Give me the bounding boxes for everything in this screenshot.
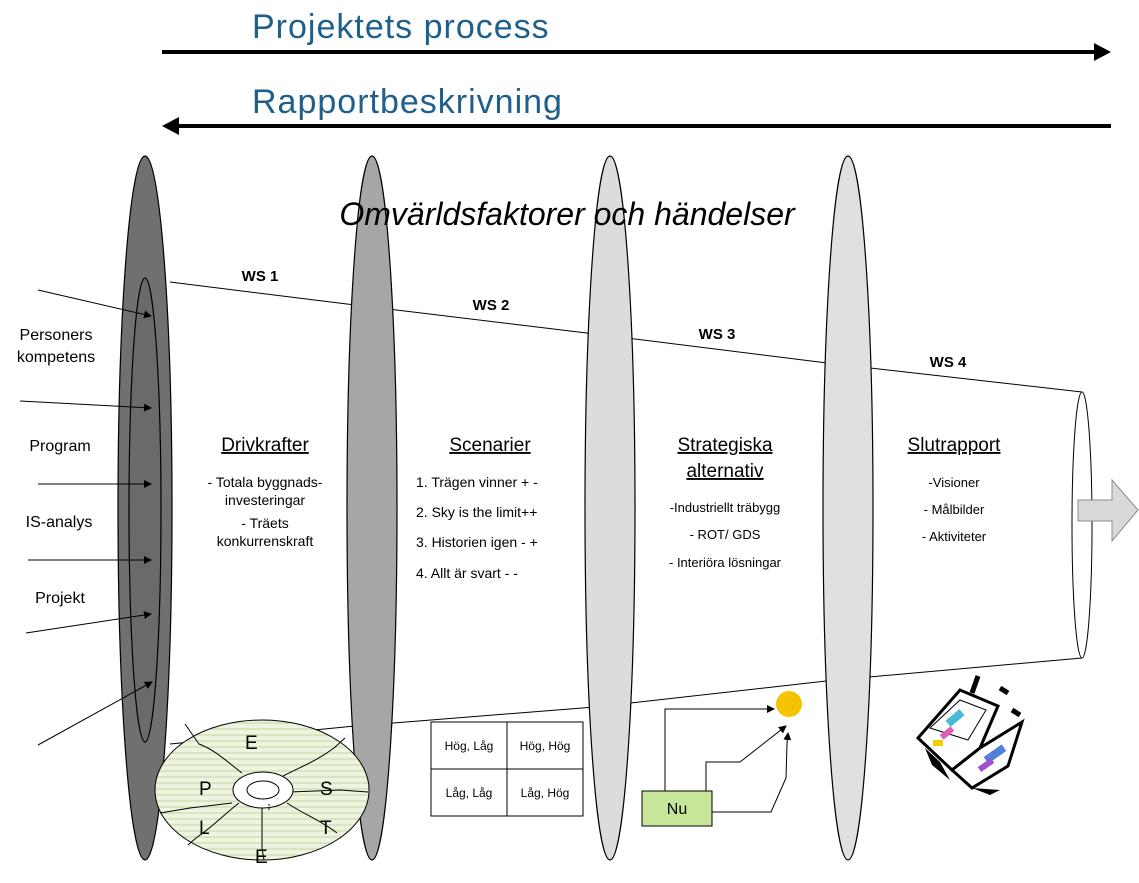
nu-arrows — [664, 705, 792, 813]
stage-title-slutrapport: Slutrapport — [908, 435, 1002, 456]
matrix-cell-4: Låg, Hög — [521, 786, 570, 800]
input-label-is-analys: IS-analys — [26, 514, 93, 531]
nu-box — [641, 790, 713, 827]
output-arrow-icon — [1077, 478, 1139, 543]
report-title: Rapportbeskrivning — [252, 83, 563, 121]
nu-label: Nu — [667, 801, 687, 818]
pest-letter-s: S — [320, 779, 333, 800]
disk-ws4 — [822, 155, 874, 861]
process-title: Projektets process — [252, 8, 550, 46]
ws-label-1: WS 1 — [242, 268, 279, 285]
matrix-cell-1: Hög, Låg — [445, 739, 494, 753]
input-arrow-6 — [37, 681, 153, 746]
pest-diagram — [154, 719, 370, 861]
pest-letter-t: T — [320, 818, 332, 839]
stage-title-scenarier: Scenarier — [449, 435, 531, 456]
ws-label-3: WS 3 — [699, 326, 736, 343]
input-arrow-1 — [37, 289, 152, 319]
strategiska-item-3: - Interiöra lösningar — [669, 555, 782, 570]
drivkrafter-item-1: - Totala byggnads- — [208, 474, 323, 490]
drivkrafter-item-3: - Träets — [241, 515, 288, 531]
book-icon — [915, 675, 1025, 795]
funnel-end — [1071, 391, 1093, 659]
pest-letter-l: L — [199, 818, 210, 839]
drivkrafter-item-4: konkurrenskraft — [217, 533, 314, 549]
scenarier-item-4: 4. Allt är svart - - — [416, 565, 518, 581]
input-label-personers-1: Personers — [20, 327, 93, 344]
scenario-matrix — [430, 721, 584, 817]
disk-ws2 — [346, 155, 398, 861]
strategiska-item-2: - ROT/ GDS — [690, 527, 761, 542]
input-label-projekt: Projekt — [35, 590, 85, 607]
input-label-personers-2: kompetens — [17, 349, 95, 366]
pest-letter-p: P — [199, 779, 212, 800]
stage-title-strategiska-2: alternativ — [686, 461, 764, 482]
input-arrow-2 — [19, 400, 152, 412]
pest-letter-e-top: E — [245, 733, 258, 754]
ws-label-2: WS 2 — [473, 297, 510, 314]
stage-title-strategiska-1: Strategiska — [677, 435, 772, 456]
drivkrafter-item-2: investeringar — [225, 492, 305, 508]
scenarier-item-3: 3. Historien igen - + — [416, 534, 538, 550]
input-arrow-5 — [25, 611, 152, 634]
scenarier-item-2: 2. Sky is the limit++ — [416, 504, 537, 520]
pest-letter-e-bottom: E — [255, 847, 268, 868]
process-arrowhead — [1094, 43, 1111, 61]
slutrapport-item-1: -Visioner — [928, 475, 980, 490]
strategiska-item-1: -Industriellt träbygg — [670, 500, 781, 515]
context-title: Omvärldsfaktorer och händelser — [339, 196, 796, 232]
scenarier-item-1: 1. Trägen vinner + - — [416, 474, 538, 490]
slutrapport-item-2: - Målbilder — [924, 502, 985, 517]
ws-label-4: WS 4 — [930, 354, 967, 371]
disk-ws3 — [584, 155, 636, 861]
matrix-cell-3: Låg, Låg — [446, 786, 493, 800]
matrix-cell-2: Hög, Hög — [520, 739, 571, 753]
slutrapport-item-3: - Aktiviteter — [922, 529, 987, 544]
sun-icon — [776, 691, 802, 717]
stage-title-drivkrafter: Drivkrafter — [221, 435, 309, 456]
input-label-program: Program — [29, 438, 90, 455]
report-arrowhead — [162, 117, 179, 135]
disk-ws1-inner — [128, 277, 162, 743]
